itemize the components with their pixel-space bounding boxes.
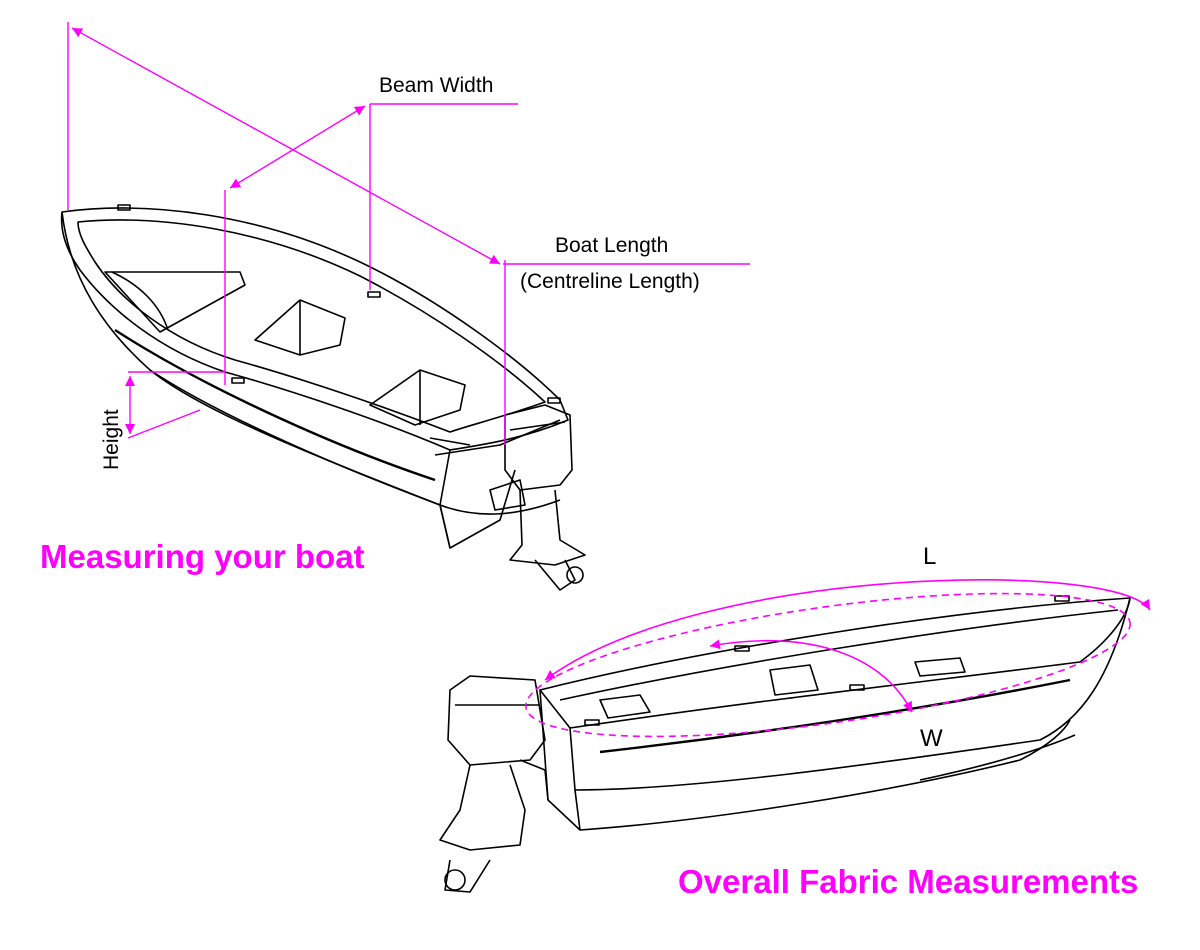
beam-width-label: Beam Width (379, 74, 494, 97)
bottom-boat-dimension-lines (525, 579, 1151, 738)
boat-length-label: Boat Length (555, 234, 669, 257)
length-arc (544, 579, 1151, 681)
boat-length-arrow (71, 27, 501, 265)
measuring-your-boat-title: Measuring your boat (40, 538, 365, 575)
top-boat-drawing (60, 204, 586, 591)
top-boat-dimension-lines (67, 22, 750, 445)
width-arc (709, 639, 913, 713)
length-label: L (923, 543, 937, 570)
fabric-outline (525, 592, 1131, 738)
height-label: Height (100, 409, 123, 470)
beam-width-arrow (229, 105, 366, 189)
width-label: W (920, 725, 943, 752)
overall-fabric-measurements-title: Overall Fabric Measurements (678, 863, 1139, 900)
centreline-length-label: (Centreline Length) (520, 270, 700, 293)
